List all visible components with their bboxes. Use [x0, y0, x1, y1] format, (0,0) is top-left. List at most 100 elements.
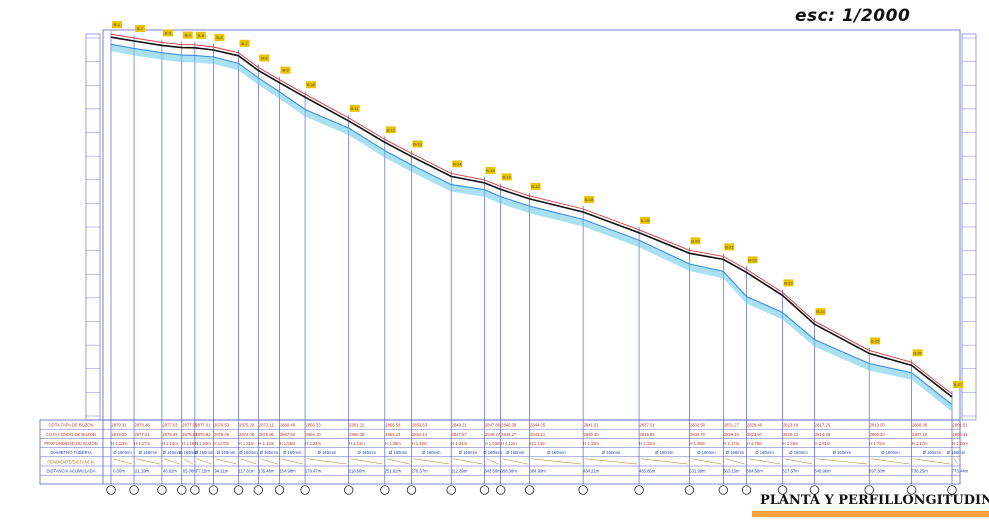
- row-label: PROFUNDIDAD DE BUZON: [44, 441, 98, 446]
- pipe-line: [110, 43, 953, 406]
- table-cell-pr: H 1.40m: [412, 441, 428, 446]
- table-cell-di: Ø 160mm: [239, 450, 258, 455]
- manhole-label-box: [195, 31, 206, 39]
- table-cell-di: Ø 160mm: [755, 450, 774, 455]
- table-cell-cf: 2820.22: [783, 432, 799, 437]
- station-marker: [190, 485, 200, 495]
- manhole-label-box: [349, 104, 360, 112]
- table-cell-pr: H 1.16m: [639, 441, 655, 446]
- table-cell-cf: 2867.93: [280, 432, 296, 437]
- slope-mark: [135, 458, 160, 465]
- manhole-label: B-18: [585, 197, 594, 202]
- table-cell-ct: 2844.35: [530, 423, 546, 428]
- manhole-label-box: [747, 256, 758, 264]
- manhole-label-box: [690, 237, 701, 245]
- manhole-label: B-21: [725, 244, 734, 249]
- station-marker: [208, 485, 219, 495]
- table-cell-ct: 2801.51: [952, 423, 968, 428]
- table-cell-da: 485.65m: [639, 469, 656, 474]
- slope-mark: [913, 458, 951, 465]
- table-cell-cf: 2870.96: [259, 432, 275, 437]
- table-cell-da: 65.06m: [183, 469, 197, 474]
- table-cell-pr: H 1.17m: [912, 441, 928, 446]
- table-cell-cf: 2864.10: [305, 432, 321, 437]
- manhole-label-box: [953, 381, 963, 389]
- station-marker: [157, 485, 167, 495]
- table-cell-ct: 2846.39: [501, 423, 517, 428]
- slope-mark: [725, 458, 745, 465]
- table-cell-pr: H 2.17m: [723, 441, 739, 446]
- table-cell-da: 46.82m: [163, 469, 177, 474]
- table-cell-da: 276.37m: [411, 469, 428, 474]
- station-marker: [524, 485, 535, 495]
- manhole-label: B-26: [913, 350, 922, 355]
- table-cell-da: 117.31m: [239, 469, 255, 474]
- table-cell-pr: H 1.55m: [280, 441, 296, 446]
- manhole-label: B-22: [748, 257, 757, 262]
- station-marker: [300, 485, 310, 495]
- table-cell-ct: 2869.48: [280, 423, 296, 428]
- table-cell-pr: H 1.03m: [485, 441, 501, 446]
- row-label: DISTANCIA ACUMULADA: [46, 469, 95, 474]
- station-marker: [344, 485, 354, 495]
- manhole-label: B-6: [216, 35, 223, 40]
- table-cell-cf: 2823.67: [747, 432, 763, 437]
- slope-mark: [240, 458, 257, 465]
- slope-mark: [163, 458, 180, 465]
- manhole-label: B-13: [413, 141, 422, 146]
- table-cell-di: Ø 160mm: [283, 450, 302, 455]
- table-cell-di: Ø 160mm: [483, 450, 502, 455]
- table-cell-ct: 2856.58: [385, 423, 401, 428]
- data-table: [39, 419, 961, 485]
- table-cell-ct: 2853.53: [412, 423, 428, 428]
- table-cell-ct: 2828.46: [747, 423, 763, 428]
- slope-mark: [386, 458, 410, 465]
- slope-mark: [816, 458, 868, 465]
- slope-mark: [953, 458, 959, 465]
- table-cell-cf: 2809.20: [870, 432, 886, 437]
- table-cell-cf: 2807.19: [912, 432, 928, 437]
- manhole-label: B-2: [137, 26, 144, 31]
- table-cell-di: Ø 160mm: [547, 450, 566, 455]
- table-cell-da: 736.25m: [911, 469, 928, 474]
- terrain-line: [110, 33, 953, 395]
- table-cell-di: Ø 160mm: [195, 450, 214, 455]
- station-marker: [947, 485, 957, 495]
- table-cell-cf: 2814.35: [815, 432, 831, 437]
- table-cell-da: 646.96m: [814, 469, 831, 474]
- station-marker: [864, 485, 874, 495]
- table-cell-da: 563.15m: [723, 469, 740, 474]
- manhole-label-box: [485, 166, 496, 174]
- table-cell-di: Ø 160mm: [318, 450, 337, 455]
- table-cell-da: 154.98m: [279, 469, 296, 474]
- manhole-label: B-1: [114, 22, 121, 27]
- table-cell-pr: H 1.10m: [111, 441, 127, 446]
- station-marker: [634, 485, 644, 495]
- table-cell-cf: 2875.81: [195, 432, 211, 437]
- manhole-label: B-27: [954, 382, 963, 387]
- profile-frame: [102, 29, 961, 421]
- slope-mark: [112, 458, 133, 465]
- table-cell-cf: 2800.31: [952, 432, 968, 437]
- table-cell-cf: 2878.20: [111, 432, 127, 437]
- table-cell-da: 384.99m: [529, 469, 546, 474]
- manhole-label: B-11: [351, 106, 360, 111]
- slope-mark: [531, 458, 582, 465]
- table-cell-di: Ø 160mm: [833, 450, 852, 455]
- table-cell-di: Ø 160mm: [179, 450, 198, 455]
- slope-mark: [215, 458, 237, 465]
- table-cell-ct: 2808.36: [912, 423, 928, 428]
- slope-mark: [350, 458, 383, 465]
- row-label: COTA FONDO DE BUZON: [46, 432, 96, 437]
- table-cell-di: Ø 160mm: [697, 450, 716, 455]
- table-cell-pr: H 4.79m: [747, 441, 763, 446]
- table-cell-cf: 2830.70: [690, 432, 706, 437]
- manhole-label: B-15: [486, 168, 495, 173]
- table-cell-pr: H 1.14m: [162, 441, 178, 446]
- table-cell-cf: 2845.27: [501, 432, 517, 437]
- table-cell-da: 358.38m: [501, 469, 518, 474]
- station-marker: [233, 485, 244, 495]
- table-cell-pr: H 1.88m: [690, 441, 706, 446]
- scale-label: esc: 1/2000: [795, 6, 911, 26]
- manhole-label: B-19: [641, 218, 650, 223]
